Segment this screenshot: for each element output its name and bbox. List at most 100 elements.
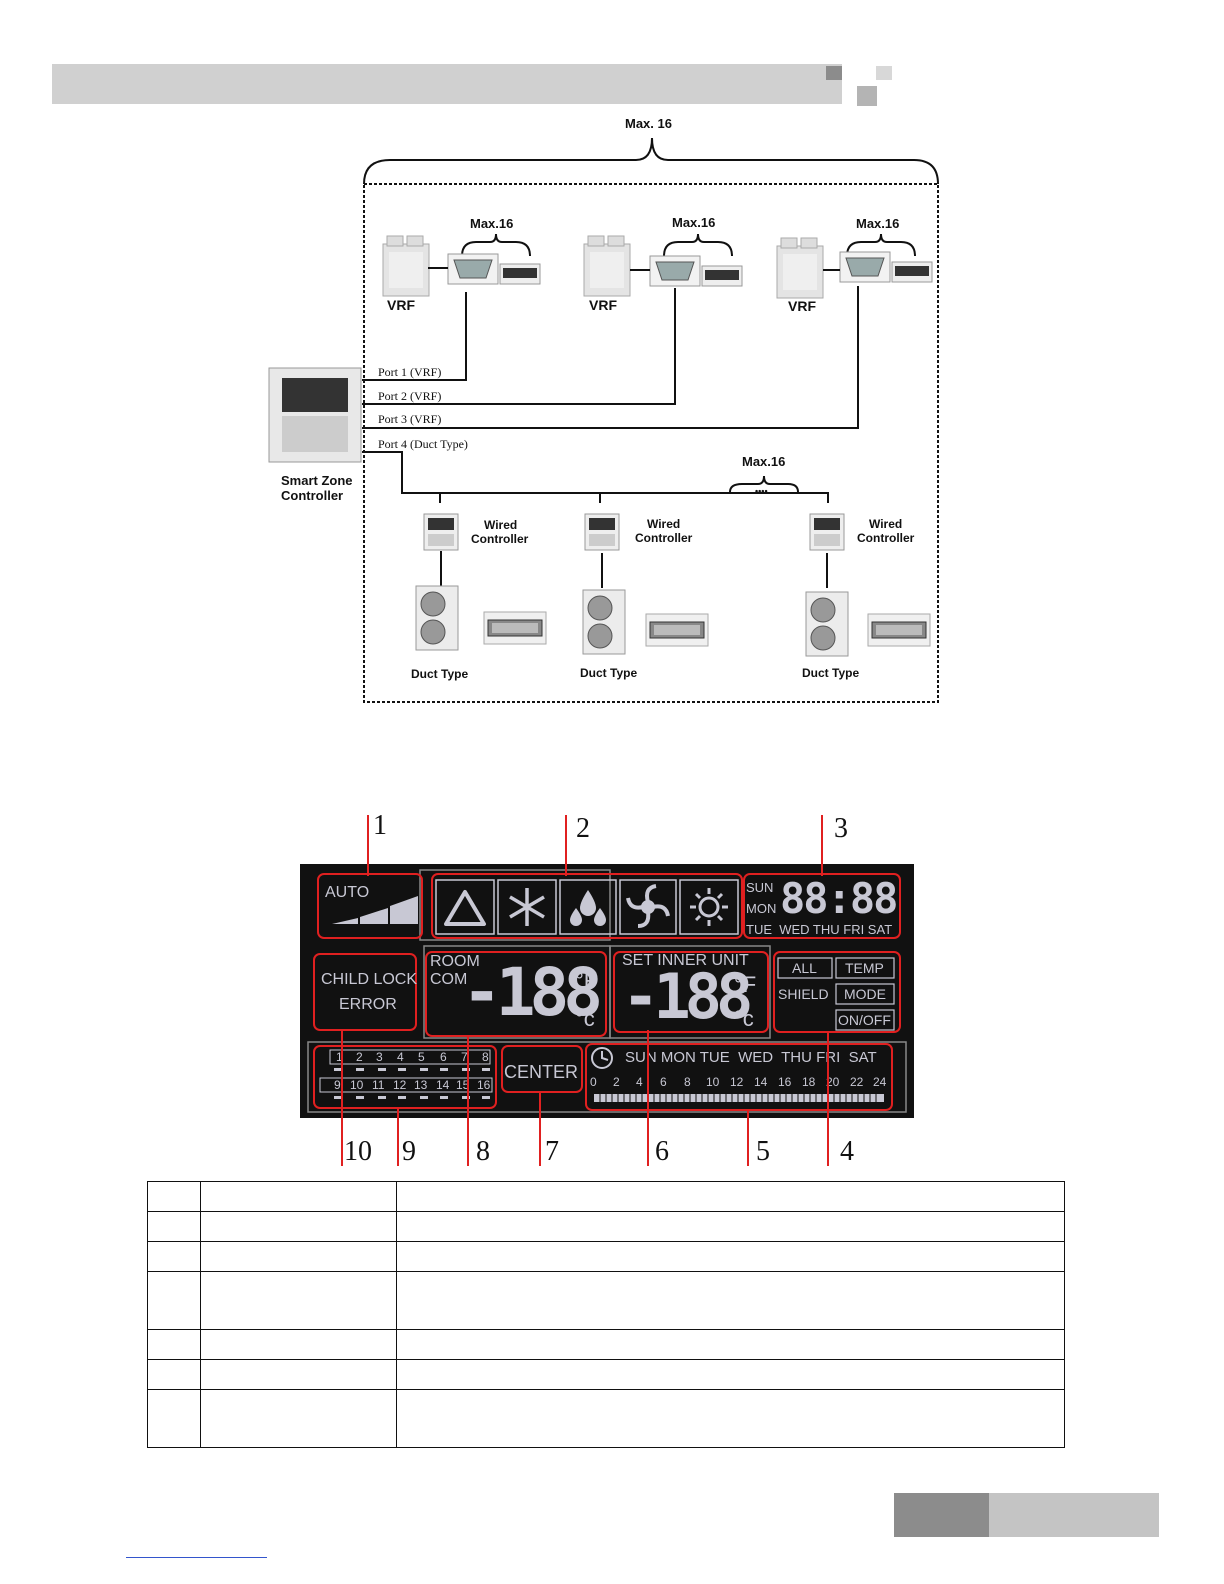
shield-label: SHIELD <box>778 986 829 1002</box>
top-bracket <box>363 137 939 185</box>
duct-type-label-1: Duct Type <box>411 667 469 681</box>
unit-16: 16 <box>477 1078 491 1092</box>
clock-day-sun: SUN <box>746 880 774 895</box>
set-deg-c: °c <box>734 1006 754 1031</box>
hour-22: 22 <box>850 1075 864 1089</box>
smart-zone-controller-device <box>268 367 362 463</box>
port-label-1: Port 1 (VRF) <box>378 365 442 379</box>
unit-3: 3 <box>376 1050 383 1064</box>
wired-label-1-line1: Wired <box>484 518 518 532</box>
callout-8: 8 <box>476 1136 490 1167</box>
dry-mode-icon <box>570 890 606 926</box>
header-square-mid <box>857 86 877 106</box>
header-square-dark <box>826 66 842 80</box>
room-label: ROOM <box>430 953 480 970</box>
unit-1: 1 <box>336 1050 343 1064</box>
unit-4: 4 <box>397 1050 404 1064</box>
snowflake-icon <box>509 888 545 926</box>
top-max-label: Max. 16 <box>625 116 672 131</box>
clock-day-mon: MON <box>746 901 777 916</box>
callout-9: 9 <box>402 1136 416 1167</box>
wired-label-3-line2: Controller <box>857 531 915 545</box>
wired-label-2-line2: Controller <box>635 531 693 545</box>
header-square-light <box>876 66 892 80</box>
hour-16: 16 <box>778 1075 792 1089</box>
room-deg-c: °c <box>575 1006 595 1031</box>
clock-digits: 88:88 <box>780 874 898 923</box>
region-5-box <box>585 1043 893 1111</box>
wired-label-1-line2: Controller <box>471 532 529 546</box>
unit-14: 14 <box>436 1078 450 1092</box>
table-row <box>147 1329 1065 1360</box>
auto-mode-icon <box>444 890 486 926</box>
group-max-label-1: Max.16 <box>470 216 514 231</box>
region-7-box <box>501 1045 583 1093</box>
set-temp-digits: -188 <box>622 960 753 1033</box>
duct-max-label: Max.16 <box>742 454 786 469</box>
region-1-box <box>317 873 423 939</box>
region-2-box <box>431 873 743 939</box>
footer-bar-light <box>989 1493 1159 1537</box>
error-label: ERROR <box>339 996 397 1013</box>
table-row <box>147 1241 1065 1272</box>
footer-link-underline[interactable] <box>126 1557 267 1558</box>
hour-0: 0 <box>590 1075 597 1089</box>
group-max-label-3: Max.16 <box>856 216 900 231</box>
hour-14: 14 <box>754 1075 768 1089</box>
sun-icon <box>690 888 728 926</box>
week-days: SUN MON TUE WED THU FRI SAT <box>625 1049 877 1066</box>
shield-all: ALL <box>792 960 817 976</box>
hour-24: 24 <box>873 1075 887 1089</box>
port-label-4: Port 4 (Duct Type) <box>378 437 468 451</box>
unit-12: 12 <box>393 1078 407 1092</box>
unit-9: 9 <box>334 1078 341 1092</box>
callout-10: 10 <box>344 1136 372 1167</box>
set-inner-unit-label: SET INNER UNIT <box>622 952 749 969</box>
unit-10: 10 <box>350 1078 364 1092</box>
header-bar <box>52 64 842 104</box>
callout-1: 1 <box>373 810 387 841</box>
lcd-display <box>300 864 914 1118</box>
region-10-box <box>313 953 417 1031</box>
duct-type-label-3: Duct Type <box>802 666 860 680</box>
hour-8: 8 <box>684 1075 691 1089</box>
table-row <box>147 1271 1065 1330</box>
unit-8: 8 <box>482 1050 489 1064</box>
unit-7: 7 <box>461 1050 468 1064</box>
fan-icon <box>626 884 670 928</box>
hour-20: 20 <box>826 1075 840 1089</box>
hour-4: 4 <box>636 1075 643 1089</box>
callout-5: 5 <box>756 1136 770 1167</box>
hour-2: 2 <box>613 1075 620 1089</box>
port-label-3: Port 3 (VRF) <box>378 412 442 426</box>
callout-2: 2 <box>576 813 590 844</box>
hour-6: 6 <box>660 1075 667 1089</box>
center-label: CENTER <box>504 1062 579 1082</box>
vrf-label-1: VRF <box>387 297 415 313</box>
group-max-label-2: Max.16 <box>672 215 716 230</box>
clock-days-bottom: TUE WED THU FRI SAT <box>746 922 893 937</box>
callout-6: 6 <box>655 1136 669 1167</box>
specification-table <box>147 1181 1065 1448</box>
hour-18: 18 <box>802 1075 816 1089</box>
shield-onoff: ON/OFF <box>838 1012 891 1028</box>
unit-11: 11 <box>372 1078 385 1092</box>
room-temp-digits: -188 <box>462 954 603 1031</box>
unit-13: 13 <box>414 1078 428 1092</box>
clock-icon <box>591 1047 613 1069</box>
controller-label-line1: Smart Zone <box>281 473 353 488</box>
callout-3: 3 <box>834 813 848 844</box>
region-4-box <box>773 951 901 1033</box>
room-deg-f: °F <box>575 968 598 993</box>
unit-2: 2 <box>356 1050 363 1064</box>
unit-5: 5 <box>418 1050 425 1064</box>
system-diagram <box>268 137 939 703</box>
hour-12: 12 <box>730 1075 744 1089</box>
hour-10: 10 <box>706 1075 720 1089</box>
port-label-2: Port 2 (VRF) <box>378 389 442 403</box>
child-lock-label: CHILD LOCK <box>321 971 418 988</box>
unit-6: 6 <box>440 1050 447 1064</box>
region-6-box <box>613 951 769 1033</box>
region-9-box <box>313 1045 497 1109</box>
vrf-label-2: VRF <box>589 297 617 313</box>
